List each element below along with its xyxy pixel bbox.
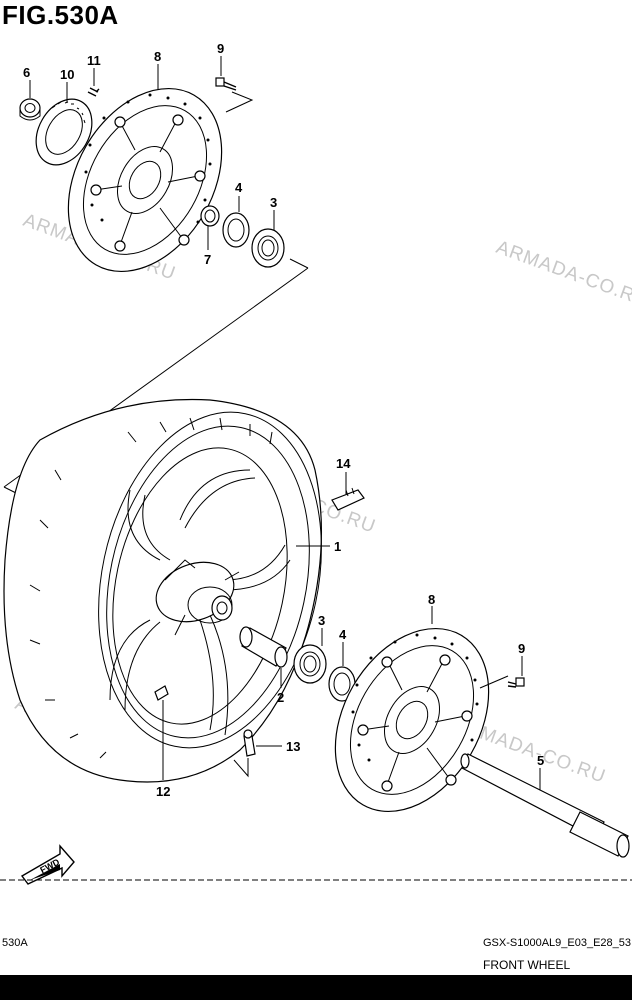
fwd-arrow-icon: FWD — [20, 844, 75, 885]
valve-cap-part — [154, 685, 169, 701]
brake-disc-left — [67, 87, 223, 273]
callout-4-bottom: 4 — [339, 627, 347, 642]
tire-valve-part — [243, 729, 256, 757]
spacer-collar-part — [200, 205, 220, 227]
callout-11: 11 — [87, 53, 101, 68]
figure-title: FIG.530A — [2, 0, 119, 30]
footer-figure-code: 530A — [2, 937, 28, 949]
callout-13: 13 — [286, 739, 300, 754]
callout-9-bottom: 9 — [518, 641, 525, 656]
small-bolt-part — [87, 87, 100, 97]
callout-3-top: 3 — [270, 195, 277, 210]
hub-spacer-part — [239, 626, 288, 668]
disc-bolt-bottom — [479, 675, 525, 689]
assembly-guide-line-valve — [233, 758, 249, 778]
watermark-2: ARMADA-CO.RU — [493, 237, 632, 312]
callout-1: 1 — [334, 539, 341, 554]
bearing-top — [251, 228, 285, 268]
wheel-tire — [3, 398, 322, 783]
callout-12: 12 — [156, 784, 170, 799]
callout-5: 5 — [537, 753, 544, 768]
brake-disc-right — [334, 627, 490, 813]
oil-seal-top — [222, 212, 250, 248]
assembly-guide-line-axle — [225, 91, 254, 113]
footer-model-code: GSX-S1000AL9_E03_E28_53 — [483, 937, 632, 949]
callout-7: 7 — [204, 252, 211, 267]
callout-4-top: 4 — [235, 180, 243, 195]
footer-section-name: FRONT WHEEL — [483, 958, 571, 972]
bearing-bottom — [293, 644, 327, 684]
disc-bolt-top — [215, 77, 237, 91]
callout-9-top: 9 — [217, 41, 224, 56]
callout-leaders — [29, 56, 541, 790]
front-axle-part — [460, 753, 630, 858]
callout-6: 6 — [23, 65, 30, 80]
nut-part — [19, 98, 41, 121]
callout-8-bottom: 8 — [428, 592, 435, 607]
callout-14: 14 — [336, 456, 351, 471]
callout-8-top: 8 — [154, 49, 161, 64]
footer-black-bar — [0, 975, 632, 1000]
sensor-rotor-part — [35, 98, 93, 166]
balance-weight-part — [331, 487, 365, 511]
callout-3-bottom: 3 — [318, 613, 325, 628]
callout-2: 2 — [277, 690, 284, 705]
callout-10: 10 — [60, 67, 74, 82]
